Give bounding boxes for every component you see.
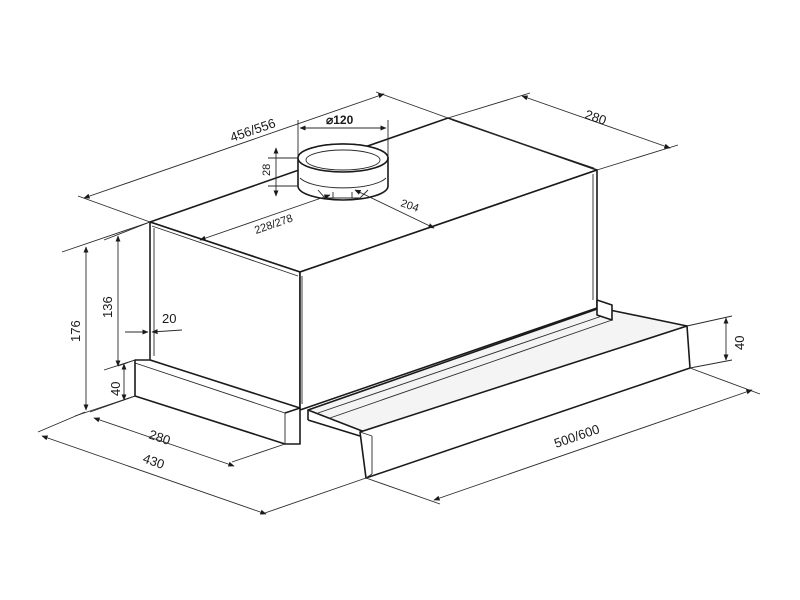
dim-duct-diameter: ⌀120	[297, 113, 389, 158]
dim-total-depth: 430	[37, 411, 367, 515]
dim-body-height: 136	[100, 221, 151, 371]
label-duct-offset-side: 204	[399, 197, 420, 214]
label-duct-diameter: ⌀120	[326, 113, 354, 127]
dim-front-strip-height: 40	[108, 359, 136, 403]
dim-duct-offset-side: 204	[354, 189, 435, 229]
label-total-width: 456/556	[228, 115, 277, 144]
label-front-strip-height: 40	[108, 382, 123, 396]
label-base-depth: 280	[147, 427, 172, 448]
label-drawer-width: 500/600	[552, 421, 601, 450]
duct-collar	[297, 143, 389, 201]
label-total-height: 176	[68, 320, 83, 342]
label-total-depth: 430	[141, 451, 166, 472]
label-front-step: 20	[162, 311, 176, 326]
label-drawer-height: 40	[732, 336, 747, 350]
dim-duct-height: 28	[261, 147, 298, 197]
dim-top-depth: 280	[447, 92, 679, 171]
label-body-height: 136	[100, 296, 115, 318]
dim-drawer-height: 40	[686, 315, 747, 369]
label-duct-height: 28	[261, 164, 273, 176]
dim-total-height: 176	[61, 221, 151, 417]
label-top-depth: 280	[583, 107, 608, 128]
dim-front-step: 20	[125, 311, 183, 360]
